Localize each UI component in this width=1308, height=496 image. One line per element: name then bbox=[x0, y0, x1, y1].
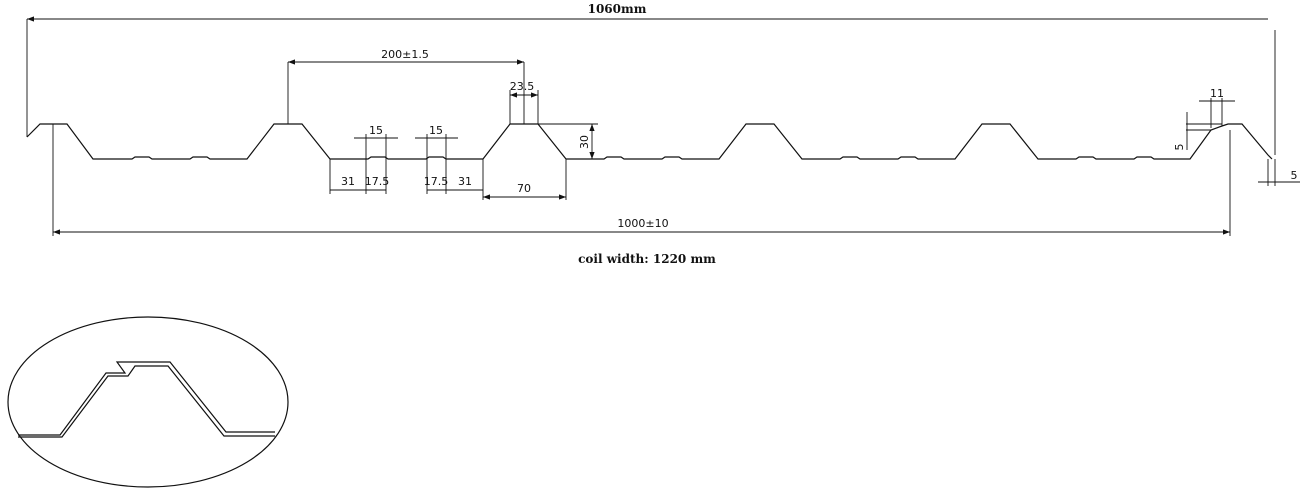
overall-width-label: 1060mm bbox=[588, 2, 647, 16]
dimension-pitch: 200±1.5 bbox=[287, 48, 525, 124]
overlap-height-label: 5 bbox=[1173, 144, 1186, 151]
pitch-label: 200±1.5 bbox=[381, 48, 429, 61]
rib-width-label-1: 15 bbox=[369, 124, 383, 137]
dimension-cover-width: 1000±10 bbox=[52, 124, 1231, 236]
dimension-pan-segments: 31 17.5 17.5 31 70 bbox=[329, 159, 567, 200]
dimension-rib-widths: 15 15 bbox=[354, 124, 458, 159]
cover-width-label: 1000±10 bbox=[617, 217, 668, 230]
dimension-overlap: 11 5 5 bbox=[1173, 87, 1300, 186]
coil-width-label: coil width: 1220 mm bbox=[578, 252, 716, 266]
pan-segment-label-2: 31 bbox=[458, 175, 472, 188]
pan-segment-label-1: 31 bbox=[341, 175, 355, 188]
crest-width-label: 23.5 bbox=[510, 80, 535, 93]
dimension-crest-width: 23.5 bbox=[509, 80, 539, 124]
rib-width-label-2: 15 bbox=[429, 124, 443, 137]
sheet-profile bbox=[26, 123, 1273, 160]
overlap-width-label: 11 bbox=[1210, 87, 1224, 100]
edge-offset-label: 5 bbox=[1291, 169, 1298, 182]
height-label: 30 bbox=[578, 135, 591, 149]
rib-offset-label-1: 17.5 bbox=[365, 175, 390, 188]
overlap-detail-view bbox=[7, 316, 289, 488]
rib-offset-label-2: 17.5 bbox=[424, 175, 449, 188]
dimension-overall-width: 1060mm bbox=[26, 2, 1276, 155]
base-width-label: 70 bbox=[517, 182, 531, 195]
dimension-height: 30 bbox=[538, 123, 598, 159]
